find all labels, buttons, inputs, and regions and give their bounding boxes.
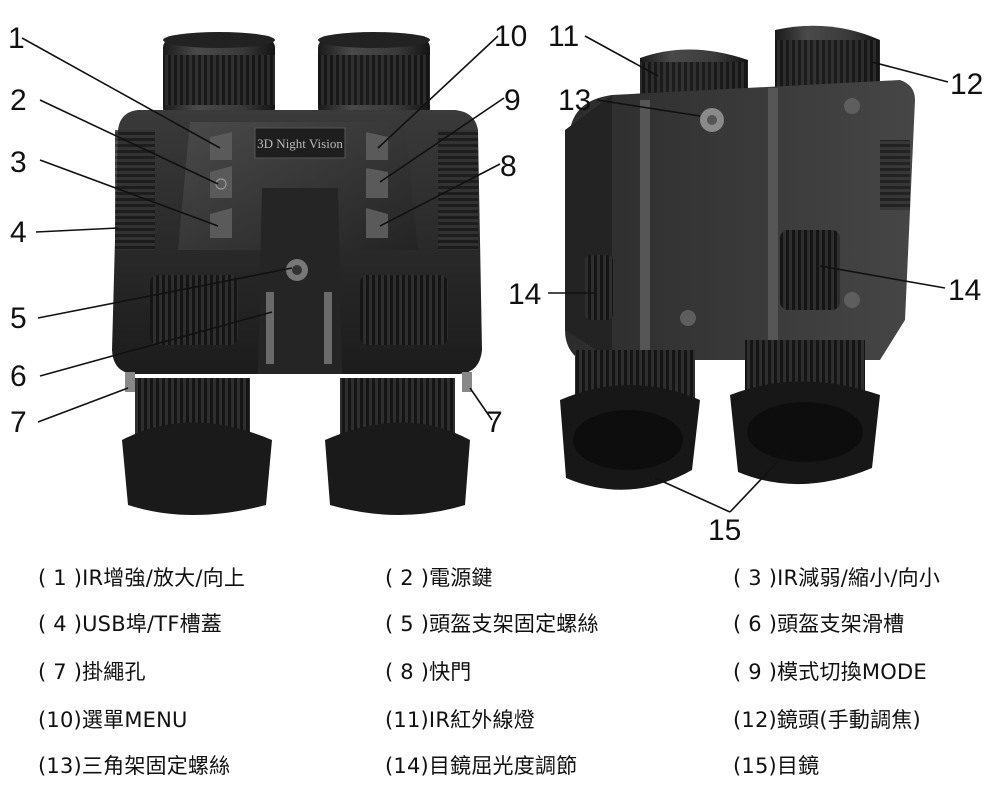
legend-text: 目鏡屈光度調節 — [428, 754, 578, 778]
callout-10: 10 — [494, 20, 527, 53]
callout-3: 3 — [10, 146, 27, 179]
legend-item-2: ( 2 )電源鍵 — [385, 562, 493, 592]
callout-9: 9 — [504, 84, 521, 117]
power-button-shape — [210, 166, 232, 198]
callout-7-left: 7 — [10, 406, 27, 439]
legend-item-13: (13)三角架固定螺絲 — [38, 750, 230, 780]
callout-13: 13 — [558, 84, 591, 117]
legend-text: 電源鍵 — [429, 566, 493, 590]
binocular-top-view: 3D Night Vision — [112, 32, 482, 515]
legend-text: 目鏡 — [776, 754, 820, 778]
device-badge-text: 3D Night Vision — [257, 136, 343, 151]
legend-num: (15) — [733, 754, 777, 778]
callout-8: 8 — [500, 150, 517, 183]
callout-5: 5 — [10, 302, 27, 335]
legend-num: ( 2 ) — [385, 566, 430, 590]
legend-text: IR紅外線燈 — [428, 708, 535, 732]
legend-text: 頭盔支架滑槽 — [777, 612, 905, 636]
legend-item-1: ( 1 )IR增強/放大/向上 — [38, 562, 245, 592]
legend-num: ( 3 ) — [733, 566, 778, 590]
legend-num: ( 7 ) — [38, 660, 83, 684]
legend-num: ( 1 ) — [38, 566, 83, 590]
ir-up-button-shape — [210, 132, 232, 160]
legend-num: ( 9 ) — [733, 660, 778, 684]
legend-item-10: (10)選單MENU — [38, 704, 188, 734]
callout-6: 6 — [10, 360, 27, 393]
legend-item-7: ( 7 )掛繩孔 — [38, 656, 146, 686]
legend-text: IR減弱/縮小/向小 — [777, 566, 941, 590]
legend-item-11: (11)IR紅外線燈 — [385, 704, 535, 734]
callout-1: 1 — [8, 22, 25, 55]
legend-text: 三角架固定螺絲 — [81, 754, 231, 778]
product-diagram: 3D Night Vision — [8, 20, 983, 540]
legend-num: ( 8 ) — [385, 660, 430, 684]
callout-14-right: 14 — [948, 274, 981, 307]
legend-num: (14) — [385, 754, 429, 778]
ir-down-button-shape — [210, 208, 232, 238]
legend-item-6: ( 6 )頭盔支架滑槽 — [733, 608, 904, 638]
legend-item-12: (12)鏡頭(手動調焦) — [733, 704, 921, 734]
legend-text: 鏡頭(手動調焦) — [776, 708, 921, 732]
legend-num: (10) — [38, 708, 82, 732]
callout-14-left: 14 — [508, 278, 541, 311]
callout-4: 4 — [10, 216, 27, 249]
legend-text: 頭盔支架固定螺絲 — [429, 612, 599, 636]
callout-7-right: 7 — [486, 406, 503, 439]
legend-text: 選單MENU — [81, 708, 188, 732]
legend-num: ( 5 ) — [385, 612, 430, 636]
binocular-side-view — [560, 25, 915, 490]
legend-text: 模式切換MODE — [777, 660, 927, 684]
legend-item-9: ( 9 )模式切換MODE — [733, 656, 927, 686]
legend-item-15: (15)目鏡 — [733, 750, 819, 780]
legend-item-8: ( 8 )快門 — [385, 656, 472, 686]
legend-item-3: ( 3 )IR減弱/縮小/向小 — [733, 562, 940, 592]
callout-15: 15 — [708, 514, 741, 540]
legend-item-14: (14)目鏡屈光度調節 — [385, 750, 577, 780]
legend-num: (11) — [385, 708, 429, 732]
legend-item-5: ( 5 )頭盔支架固定螺絲 — [385, 608, 599, 638]
mode-button-shape — [366, 168, 388, 198]
shutter-button-shape — [366, 208, 388, 238]
legend-text: USB埠/TF槽蓋 — [82, 612, 222, 636]
legend-item-4: ( 4 )USB埠/TF槽蓋 — [38, 608, 222, 638]
callout-2: 2 — [10, 84, 27, 117]
legend-num: (13) — [38, 754, 82, 778]
legend-text: 掛繩孔 — [82, 660, 146, 684]
menu-button-shape — [366, 132, 388, 160]
legend-num: (12) — [733, 708, 777, 732]
leader-lines — [21, 35, 949, 513]
callout-numbers: 1 2 3 4 5 6 7 7 8 9 10 11 12 13 14 14 15 — [8, 20, 983, 540]
legend-num: ( 6 ) — [733, 612, 778, 636]
callout-11: 11 — [548, 20, 579, 53]
legend-text: 快門 — [429, 660, 472, 684]
legend-text: IR增強/放大/向上 — [82, 566, 246, 590]
legend-num: ( 4 ) — [38, 612, 83, 636]
callout-12: 12 — [950, 68, 983, 101]
